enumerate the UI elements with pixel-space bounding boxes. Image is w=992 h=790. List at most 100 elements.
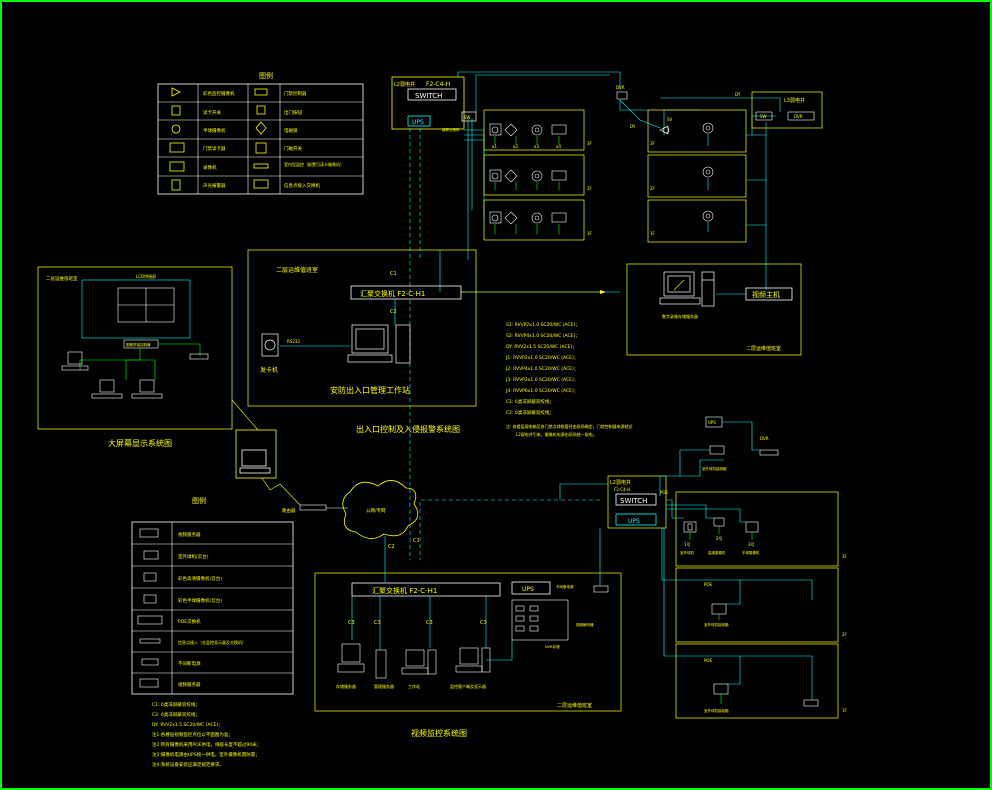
ups-caption: 不间断电源 [556, 584, 574, 589]
floor-label: 2F [842, 632, 848, 637]
video-host-label: 视频主机 [752, 290, 780, 299]
poe-label: POE [704, 658, 713, 663]
monitor-room: 数字录像存储服务器 视频主机 二层运维值班室 [626, 263, 802, 356]
floor-label: 3F [650, 141, 656, 146]
floor-label: 2F [650, 186, 656, 191]
box-label: SW [760, 114, 767, 119]
controller-label: 图像拼接控制器 [126, 342, 151, 347]
cable-label: C1 [413, 538, 420, 544]
legend-top-label: 室内型监控（配置可读卡摄像机） [284, 161, 344, 167]
cable-label: C1 [390, 271, 397, 277]
right-top-section: DVR L3弱电井 SW DVR DY DY SV 3F 2F 1 [616, 85, 823, 243]
cam-label: 2号 [716, 535, 723, 541]
cam-sub: 高清摄像机 [708, 550, 726, 555]
cam-sub: 半球摄像机 [742, 550, 760, 555]
panel-label: 视频解码器 [576, 622, 594, 627]
legend-bottom-title: 图例 [192, 496, 206, 505]
item-label: a4 [556, 144, 561, 149]
poe-box-label: 室外球机接线箱 [702, 466, 727, 471]
floor-label: 2F [587, 186, 593, 191]
note-line: C1: 6类非屏蔽双绞线； [152, 701, 200, 708]
access-room-title: 二层运维值班室 [276, 266, 318, 274]
card-machine-label: 发卡机 [260, 366, 278, 374]
note-line: 注4:系统设备安装应满足规范要求。 [152, 761, 224, 768]
rack-top-sub: F2-C4-H [426, 81, 450, 88]
legend-top: 图例 彩色监控摄像机 读卡开关 半球摄像机 门禁读卡器 [157, 71, 364, 195]
cascade-label: 级联交换机 [442, 127, 460, 132]
item-label: a3 [534, 144, 539, 149]
note-line: J4: RVVP6x1.0 SC20/WC (ACE)； [505, 388, 578, 394]
dy-label: DY [735, 92, 741, 97]
room-label: 二层运维值班室 [746, 345, 781, 352]
matrix-label: LCD拼接屏 [136, 273, 156, 279]
remote-laptop [235, 429, 277, 479]
floor-label: 3F [842, 554, 848, 559]
floor-label: 1F [587, 231, 593, 236]
cam-label: 3号 [748, 541, 755, 547]
video-caption: 视频监控系统图 [411, 728, 467, 738]
big-screen: 二层运维值班室 LCD拼接屏 图像拼接控制器 大屏幕显示系统图 [37, 266, 233, 448]
note-line: J1: RVVP2x1.0 SC20/WC (ACE)； [505, 355, 578, 361]
legend-top-title: 图例 [259, 71, 273, 80]
dy-label: DY [630, 124, 636, 129]
legend-top-label: 读卡开关 [203, 109, 221, 116]
cable-label: C3 [374, 620, 381, 626]
port-label: RS232 [287, 339, 300, 344]
workstation-label: 安防出入口管理工作站 [330, 385, 410, 395]
video-ups-label: UPS [522, 586, 534, 593]
dvr-label: DVR [760, 436, 769, 441]
video-switch-label: 汇聚交换机 F2-C-H1 [372, 586, 437, 595]
note-line: C2: 6类非屏蔽双绞线； [506, 409, 554, 416]
legend-top-label: 半球摄像机 [203, 127, 226, 134]
device-label: 监控客户端及显示器 [450, 683, 486, 689]
switch-label: SWITCH [620, 497, 647, 505]
legend-top-label: 门磁开关 [284, 145, 302, 152]
note-line: L2弱电井引来，摄像机电源由现场统一取电。 [516, 431, 597, 437]
legend-top-label: 录像机 [203, 164, 217, 171]
rack-top-title: L2弱电井 [394, 81, 415, 88]
shaft-sub: F2-C4-H [614, 487, 630, 492]
dvr-box-label: DVR [794, 114, 803, 119]
access-caption: 出入口控制及入侵报警系统图 [356, 424, 460, 434]
shaft-label: L2弱电井 [610, 479, 631, 486]
big-screen-room: 二层运维值班室 [46, 275, 78, 282]
rack-top: L2弱电井 F2-C4-H SWITCH UPS SW 级联交换机 [391, 76, 477, 132]
video-room-label: 二层运维值班室 [557, 702, 592, 709]
note-line: S2: RVVP4x1.0 SC20/WC (ACE)； [506, 333, 580, 339]
note-line: C2: 6类非屏蔽双绞线； [152, 711, 200, 718]
video-room: 汇聚交换机 F2-C-H1 UPS 不间断电源 视频解码器 NVR存储 C3 C… [314, 572, 622, 738]
legend-bottom-label: 彩色半球摄像机(云台) [178, 597, 222, 604]
shaft-label: L3弱电井 [784, 97, 805, 104]
legend-top-label: 电磁锁 [284, 127, 298, 134]
poe-caption: 室外球机接线箱 [704, 708, 729, 713]
note-line: DY: RVV2x1.5 SC20/WC (ACE)； [506, 344, 577, 350]
ups-label: UPS [628, 518, 640, 525]
note-line: 注2:所有摄像机采用POE供电，线缆长度不超过90米； [152, 741, 261, 748]
dvr-label: DVR [616, 85, 625, 90]
floor-label: 1F [650, 231, 656, 236]
cloud-label: 公网/专网 [366, 507, 386, 514]
device-label: 存储服务器 [336, 683, 356, 689]
sw-label: SW [464, 115, 471, 120]
legend-bottom-label: 信息点接入（含监控显示器及交换机） [178, 639, 246, 645]
access-control: 二层运维值班室 C1 汇聚交换机 F2-C-H1 C2 RS232 发卡机 安防… [247, 249, 477, 434]
note-line: J2: RVVP4x1.0 SC20/WC (ACE)； [505, 366, 578, 372]
pc-label: 数字录像存储服务器 [662, 313, 698, 319]
floor-devices-top: a1 a2 a3 a4 3F 2F 1F [483, 109, 593, 241]
rack-bottom: L2弱电井 F2-C4-H SWITCH UPS POE UPS 室外球机接线箱… [559, 416, 848, 719]
legend-bottom-label: 视频服务器 [178, 681, 201, 688]
cable-label: C2 [388, 544, 395, 550]
legend-top-label: 门禁读卡器 [203, 145, 226, 152]
poe-label: POE [660, 490, 669, 495]
item-label: a2 [513, 144, 518, 149]
sv-label: SV [667, 117, 673, 122]
notes-access: S1: RVVP2x1.0 SC20/WC (ACE)； S2: RVVP4x1… [505, 322, 633, 437]
item-label: a1 [492, 144, 497, 149]
legend-bottom: 图例 视频服务器 室外球机(云台) 彩色高清摄像机(云台) 彩色半球 [131, 496, 294, 695]
cable-label: C3 [480, 620, 487, 626]
floor-label: 3F [587, 141, 593, 146]
floor-label: 1F [842, 708, 848, 713]
legend-bottom-label: 视频服务器 [178, 531, 201, 538]
